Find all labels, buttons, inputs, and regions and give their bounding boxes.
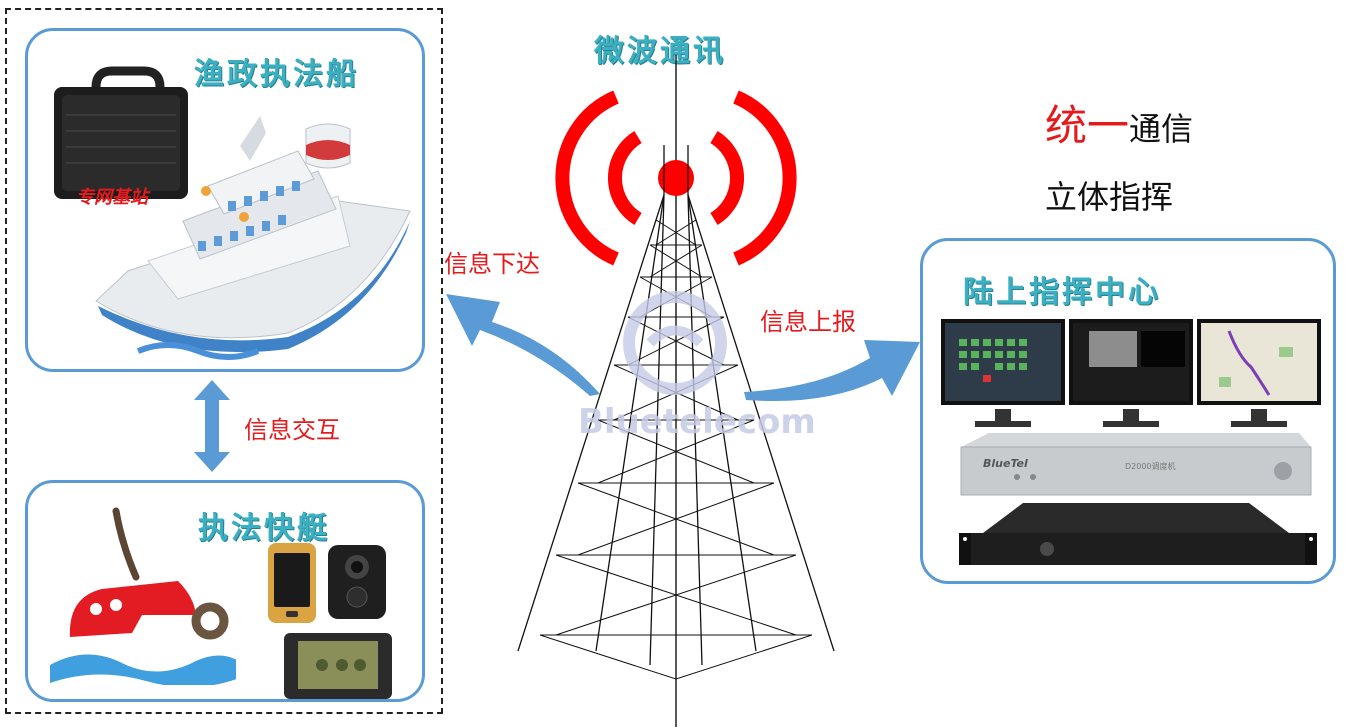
command-center-panel: 陆上指挥中心 bbox=[920, 238, 1336, 584]
handheld-monitor-icon bbox=[284, 633, 392, 699]
interaction-label: 信息交互 bbox=[244, 416, 340, 444]
dispatch-server-icon: BlueTel D2000调度机 bbox=[960, 433, 1312, 496]
base-station-label: 专网基站 bbox=[76, 187, 148, 208]
info-up-label: 信息上报 bbox=[760, 308, 856, 336]
info-down-label: 信息下达 bbox=[444, 250, 540, 278]
interaction-arrow-icon bbox=[194, 380, 230, 472]
server-brand-label: BlueTel bbox=[983, 457, 1028, 470]
microwave-tower-icon bbox=[517, 55, 835, 727]
monitor-dispatch-grid-icon bbox=[941, 319, 1065, 427]
info-down-arrow-icon bbox=[446, 294, 600, 396]
slogan-highlight: 统一 bbox=[1045, 101, 1130, 150]
ship-title: 渔政执法船 bbox=[194, 57, 359, 92]
slogan-line-2: 立体指挥 bbox=[1045, 178, 1174, 216]
speedboat-icon bbox=[50, 507, 236, 685]
command-center-equipment: BlueTel D2000调度机 bbox=[941, 319, 1321, 565]
watermark-logo-icon bbox=[623, 291, 727, 395]
tower-title: 微波通讯 bbox=[594, 34, 726, 69]
ship-panel: 渔政执法船 专网基站 bbox=[25, 28, 425, 372]
info-up-arrow-icon bbox=[744, 340, 920, 402]
boat-panel: 执法快艇 bbox=[25, 480, 425, 702]
watermark-text: Bluetelecom bbox=[578, 402, 816, 442]
monitor-video-icon bbox=[1069, 319, 1193, 427]
boat-title: 执法快艇 bbox=[198, 511, 330, 546]
slogan-rest: 通信 bbox=[1129, 110, 1194, 148]
rack-unit-icon bbox=[959, 503, 1317, 565]
base-station-icon bbox=[54, 66, 188, 199]
server-model-label: D2000调度机 bbox=[1125, 461, 1176, 471]
command-center-title: 陆上指挥中心 bbox=[963, 275, 1161, 310]
slogan-line-1: 统一通信 bbox=[1045, 92, 1193, 153]
rugged-phone-icon bbox=[268, 543, 316, 623]
left-dashed-frame bbox=[5, 8, 443, 714]
monitor-map-icon bbox=[1197, 319, 1321, 427]
body-camera-icon bbox=[328, 545, 386, 619]
ship-icon bbox=[95, 116, 411, 360]
